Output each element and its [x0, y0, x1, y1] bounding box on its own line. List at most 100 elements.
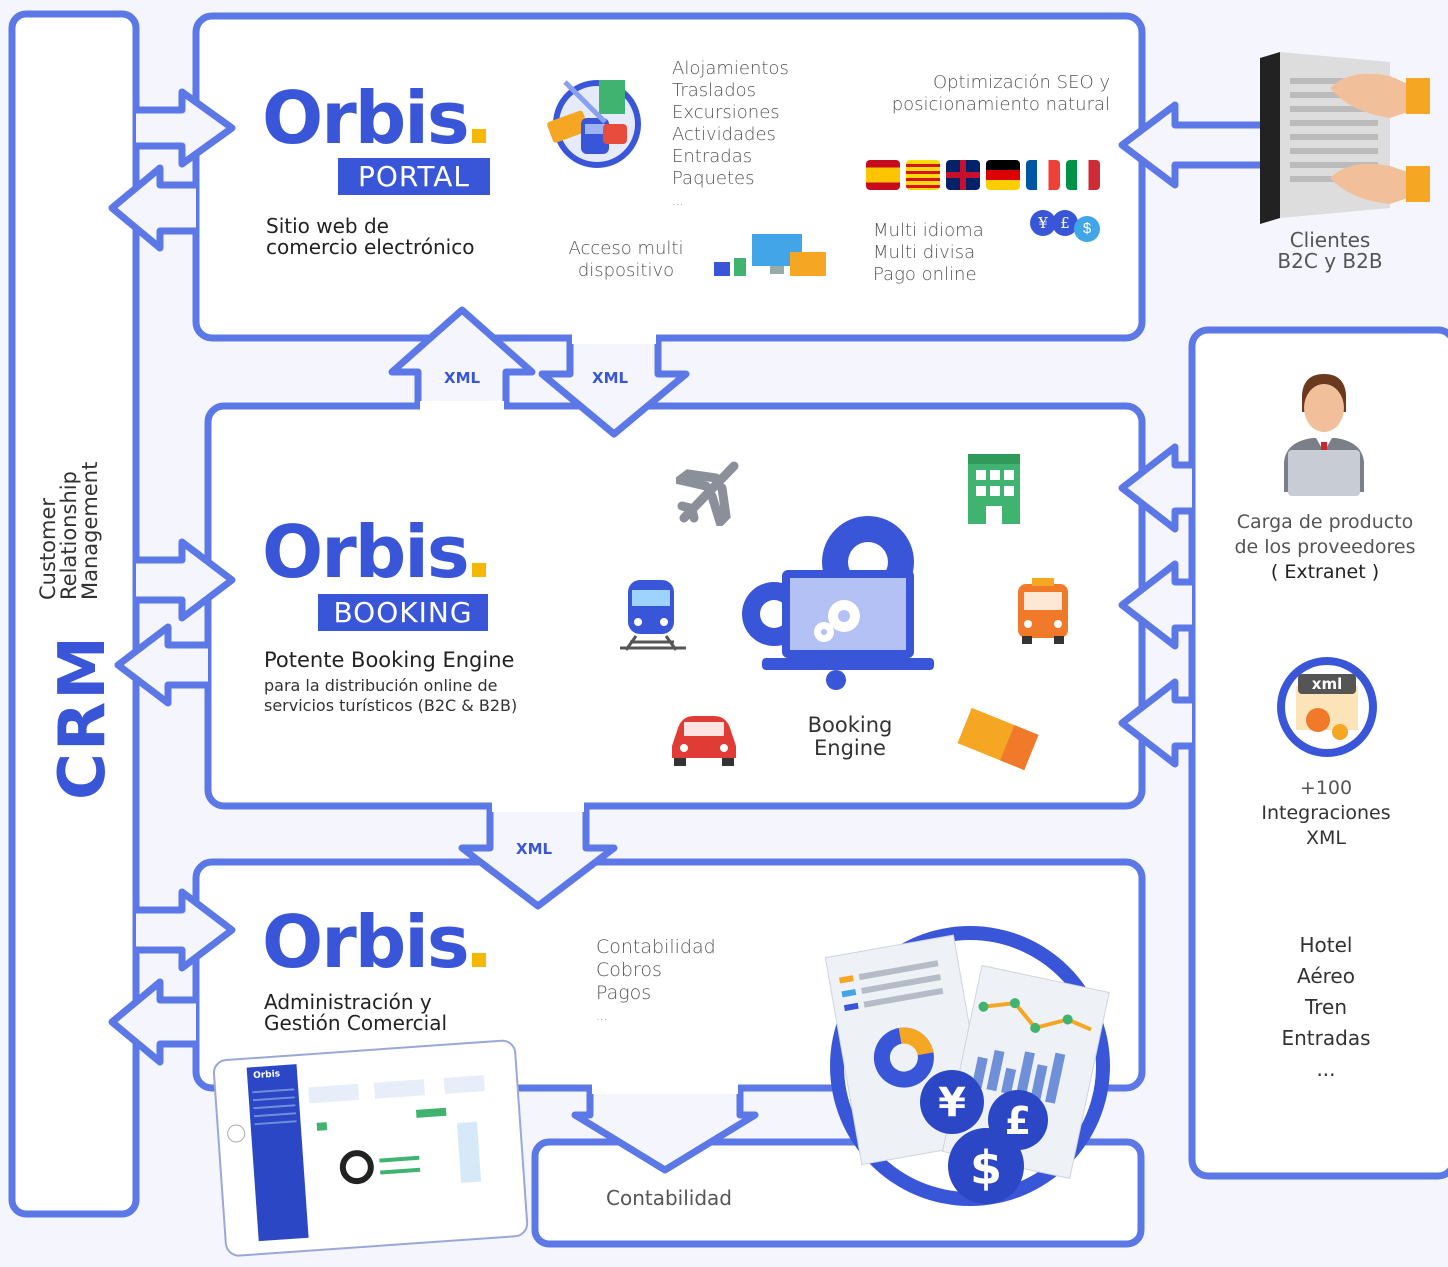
feature-item: Multi divisa: [873, 242, 976, 263]
portal-box: [192, 12, 1146, 342]
portal-subtitle-line: comercio electrónico: [266, 235, 475, 259]
product-item: Paquetes: [672, 168, 755, 189]
clients-arrow: [1118, 101, 1260, 189]
seo-line: Optimización SEO y: [932, 72, 1110, 93]
dollar-symbol: $: [970, 1141, 1002, 1195]
booking-desc-line: servicios turísticos (B2C & B2B): [264, 696, 518, 715]
laptop-hands-icon: [1260, 52, 1430, 224]
booking-logo: Orbis: [262, 516, 486, 588]
xml-label: XML: [444, 369, 481, 387]
tablet-mockup: Orbis: [212, 1038, 530, 1258]
crm-title: CRM: [46, 634, 120, 800]
product-item: Alojamientos: [672, 58, 789, 79]
accounting-reports-icon: ¥ £ $: [824, 926, 1110, 1206]
pound-coin-icon: £: [1052, 210, 1078, 236]
crm-bar: [8, 10, 140, 1218]
feature-item: Pago online: [873, 264, 977, 285]
xml-down-arrow-admin: [458, 806, 618, 910]
crm-to-portal-arrow: [136, 88, 236, 168]
car-icon: [672, 716, 736, 766]
portal-features: Multi idioma Multi divisa Pago online: [873, 220, 984, 286]
booking-logo-text: Orbis: [262, 510, 470, 594]
crm-to-booking-arrow: [136, 538, 236, 622]
supplier-line: ( Extranet ): [1270, 561, 1380, 583]
booking-desc-line: para la distribución online de: [264, 676, 498, 695]
italy-flag-icon: [1066, 160, 1100, 190]
hotel-mini: [599, 80, 625, 114]
admin-logo: Orbis: [262, 906, 486, 978]
engine-label: Booking Engine: [780, 714, 920, 760]
admin-subtitle-line: Administración y: [264, 990, 432, 1014]
product-item: Entradas: [672, 146, 753, 167]
pound-symbol: £: [1005, 1099, 1031, 1143]
supplier-arrow-1: [1118, 443, 1192, 533]
xml-up-arrow: [388, 306, 536, 406]
currency-coins: ¥ £ $: [1030, 210, 1100, 242]
germany-flag-icon: [986, 160, 1020, 190]
supplier-arrow-3: [1118, 678, 1192, 768]
xml-label: XML: [592, 369, 629, 387]
xml-badge: xml: [1298, 674, 1356, 694]
crm-to-admin-arrow: [136, 888, 236, 972]
portal-subtitle: Sitio web de comercio electrónico: [266, 216, 474, 258]
admin-subtitle: Administración y Gestión Comercial: [264, 992, 447, 1034]
portal-badge: PORTAL: [338, 158, 490, 195]
engine-line: Booking: [807, 713, 893, 737]
integrations-line: Integraciones: [1261, 802, 1391, 824]
dollar-coin-icon: $: [1074, 216, 1100, 242]
integrations-line: XML: [1306, 827, 1346, 849]
booking-title: Potente Booking Engine: [264, 648, 515, 672]
admin-subtitle-line: Gestión Comercial: [264, 1011, 448, 1035]
xml-integrations-icon: xml: [1276, 656, 1378, 758]
supplier-type: Aéreo: [1297, 964, 1355, 988]
hotel-icon: [968, 454, 1020, 524]
crm-subtitle-line: Customer: [36, 497, 60, 600]
accounting-arrow: [571, 1088, 759, 1174]
device-line: Acceso multi: [568, 238, 684, 259]
feature-item: Multi idioma: [873, 220, 984, 241]
xml-label: XML: [516, 840, 553, 858]
logo-dot-icon: [471, 953, 486, 967]
accounting-label: Contabilidad: [606, 1186, 732, 1210]
admin-item: Cobros: [596, 959, 662, 981]
spain-flag-icon: [866, 160, 900, 190]
bus-icon: [1018, 578, 1068, 644]
logo-dot-icon: [471, 129, 486, 143]
product-item: ...: [672, 194, 684, 208]
tablet-dashboard: [304, 1070, 504, 1233]
engine-line: Engine: [814, 736, 886, 760]
admin-item: Contabilidad: [596, 936, 716, 958]
booking-desc: para la distribución online de servicios…: [264, 676, 517, 716]
supplier-types-list: Hotel Aéreo Tren Entradas ...: [1250, 930, 1402, 1085]
admin-item: Pagos: [596, 982, 652, 1004]
language-flags: [866, 160, 1100, 190]
tablet-logo: Orbis: [252, 1069, 281, 1082]
crm-subtitle: Customer Relationship Management: [36, 461, 102, 600]
clients-line: B2C y B2B: [1277, 249, 1383, 273]
booking-badge: BOOKING: [318, 594, 488, 631]
crm-subtitle-line: Management: [78, 461, 102, 600]
supplier-label: Carga de producto de los proveedores ( E…: [1212, 510, 1438, 585]
crm-subtitle-line: Relationship: [57, 471, 81, 600]
device-line: dispositivo: [577, 260, 675, 281]
device-access-text: Acceso multi dispositivo: [556, 238, 696, 282]
product-item: Traslados: [672, 80, 757, 101]
travel-products-icon: [547, 80, 641, 168]
product-item: Actividades: [672, 124, 776, 145]
product-item: Excursiones: [672, 102, 780, 123]
booking-engine-icon: [742, 516, 934, 690]
portal-to-crm-arrow: [108, 164, 196, 252]
yen-coin-icon: ¥: [1030, 210, 1056, 236]
integrations-label: +100 Integraciones XML: [1230, 776, 1422, 851]
seo-text: Optimización SEO y posicionamiento natur…: [860, 72, 1110, 116]
train-icon: [620, 580, 686, 651]
admin-logo-text: Orbis: [262, 900, 470, 984]
supplier-type: Hotel: [1299, 933, 1353, 957]
ticket-icon: [957, 707, 1039, 771]
admin-to-crm-arrow: [108, 978, 196, 1066]
integrations-line: +100: [1299, 777, 1353, 799]
portal-products-list: Alojamientos Traslados Excursiones Activ…: [672, 58, 789, 212]
uk-flag-icon: [946, 160, 980, 190]
supplier-type: Tren: [1304, 995, 1348, 1019]
